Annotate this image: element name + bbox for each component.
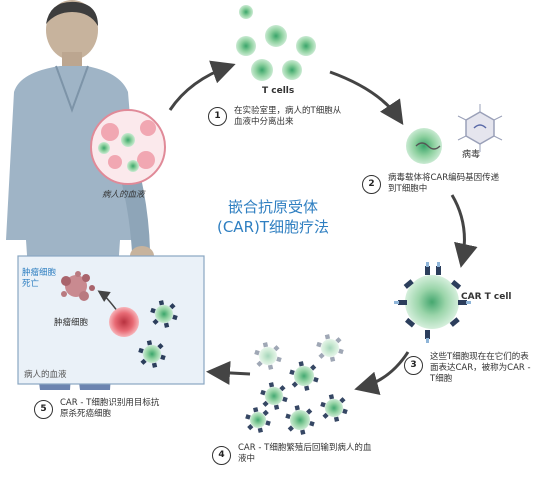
- arrow-4: [354, 351, 410, 395]
- diagram-title: 嵌合抗原受体 (CAR)T细胞疗法: [198, 197, 348, 237]
- step-4-badge: 4: [212, 446, 231, 465]
- virus-label: 病毒: [462, 150, 481, 160]
- tumor-label: 肿瘤细胞: [54, 318, 89, 328]
- arrow-3: [450, 194, 478, 268]
- expanded-car-t-cell: [285, 405, 315, 435]
- blood-label: 病人的血液: [102, 190, 145, 200]
- step-5-badge: 5: [34, 400, 53, 419]
- title-line-1: 嵌合抗原受体: [227, 198, 318, 216]
- car-t-cells-expanded: [245, 334, 348, 435]
- car-t-label: CAR T cell: [461, 292, 512, 302]
- expanded-car-t-cell: [245, 407, 271, 433]
- step-3-text: 这些T细胞现在在它们的表 面表达CAR，被称为CAR - T细胞: [430, 352, 531, 384]
- t-cell-transduced: [406, 128, 442, 164]
- expanded-car-t-cell: [289, 361, 319, 391]
- car-t-attacking: [138, 300, 178, 368]
- t-cells-cluster: [236, 5, 316, 81]
- arrow-2: [329, 70, 404, 125]
- car-t-cell: [394, 262, 471, 343]
- title-line-2: (CAR)T细胞疗法: [216, 218, 330, 236]
- tumor-dead-label: 肿瘤细胞 死亡: [22, 268, 57, 289]
- tumor-dead-icon: [61, 271, 95, 301]
- virus-icon: [457, 104, 503, 152]
- arrow-1: [168, 60, 236, 111]
- expanded-car-t-cell: [254, 342, 282, 370]
- t-cells-label: T cells: [262, 86, 295, 96]
- expanded-car-t-cell: [320, 394, 348, 422]
- step-5-text: CAR - T细胞识别用目标抗 原杀死癌细胞: [60, 398, 160, 419]
- step-2-badge: 2: [362, 175, 381, 194]
- blood-sample: [90, 109, 166, 185]
- step-1-badge: 1: [208, 107, 227, 126]
- arrow-5: [206, 360, 251, 385]
- step-1-text: 在实验室里，病人的T细胞从 血液中分离出来: [234, 106, 342, 127]
- step-4-text: CAR - T细胞繁殖后回输到病人的血 液中: [238, 443, 372, 464]
- attacking-car-t-cell: [150, 300, 178, 328]
- blood-box-label: 病人的血液: [24, 370, 67, 380]
- step-3-badge: 3: [404, 356, 423, 375]
- step-2-text: 病毒载体将CAR编码基因传递 到T细胞中: [388, 173, 500, 194]
- tumor-cell: [109, 307, 139, 337]
- attacking-car-t-cell: [138, 340, 166, 368]
- expanded-car-t-cell: [316, 334, 344, 362]
- expanded-car-t-cell: [260, 382, 288, 410]
